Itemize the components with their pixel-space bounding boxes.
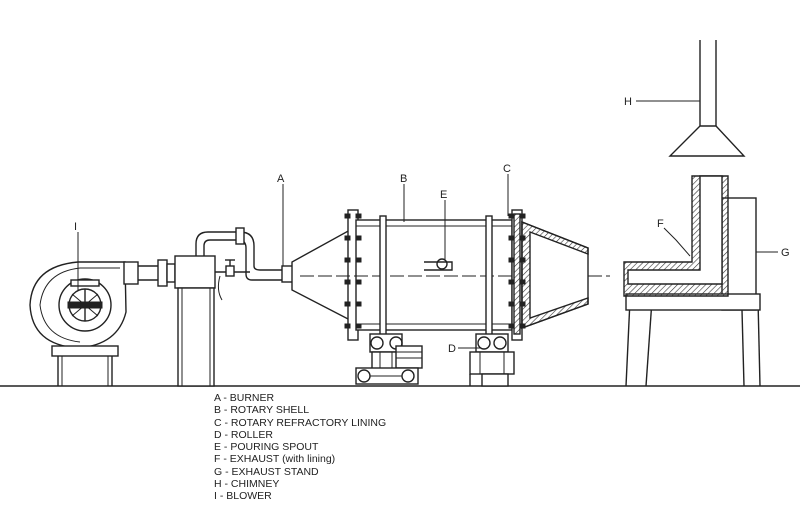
callout-d: D bbox=[448, 343, 456, 355]
legend-item: F - EXHAUST (with lining) bbox=[214, 453, 336, 466]
legend-item: E - POURING SPOUT bbox=[214, 441, 319, 454]
rotary-furnace bbox=[291, 209, 610, 341]
callout-a: A bbox=[277, 173, 285, 185]
callout-leaders bbox=[77, 100, 778, 349]
legend-item: A - BURNER bbox=[214, 392, 275, 404]
exhaust-duct bbox=[623, 175, 729, 297]
blower bbox=[29, 259, 176, 386]
roller-right bbox=[469, 333, 515, 387]
callout-b: B bbox=[400, 173, 407, 185]
burner-box bbox=[174, 227, 295, 387]
legend-item: B - ROTARY SHELL bbox=[214, 404, 310, 417]
callout-c: C bbox=[503, 163, 511, 175]
callout-i: I bbox=[74, 221, 77, 233]
chimney bbox=[668, 40, 746, 157]
legend-item: G - EXHAUST STAND bbox=[214, 465, 319, 478]
callout-e: E bbox=[440, 189, 447, 201]
callout-g: G bbox=[781, 247, 790, 259]
legend-item: H - CHIMNEY bbox=[214, 478, 280, 491]
legend-item: C - ROTARY REFRACTORY LINING bbox=[214, 416, 387, 429]
callout-f: F bbox=[657, 218, 664, 230]
drive-motor bbox=[355, 345, 423, 385]
callout-h: H bbox=[624, 96, 632, 108]
legend-item: I - BLOWER bbox=[214, 490, 272, 503]
flange-bolts bbox=[344, 213, 526, 329]
parts-legend: A - BURNER B - ROTARY SHELL C - ROTARY R… bbox=[214, 392, 386, 503]
legend-item: D - ROLLER bbox=[214, 428, 273, 441]
